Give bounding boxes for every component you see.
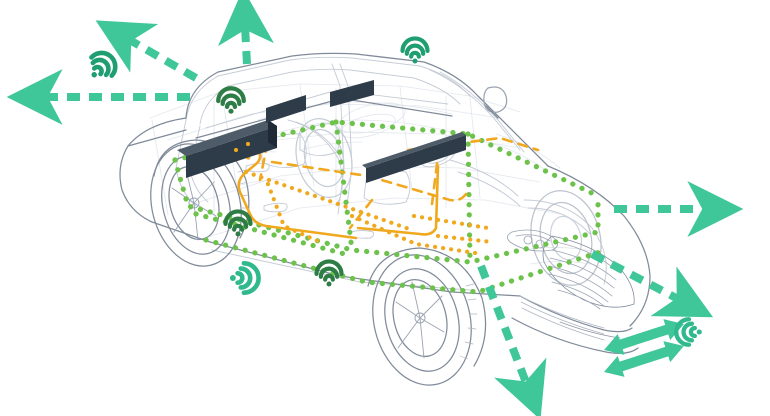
wifi-icon-sill-rear xyxy=(223,209,253,237)
arrow-front-lower-right xyxy=(590,250,714,318)
harness-riser xyxy=(356,164,440,236)
wifi-icon-sill-side xyxy=(229,260,261,296)
ecu-modules xyxy=(177,80,466,183)
module-roof-front xyxy=(330,80,374,107)
wiring-harness xyxy=(213,136,540,257)
module-rear-left-control-unit xyxy=(177,120,277,178)
wheel-spokes xyxy=(171,169,445,359)
car-wireframe xyxy=(119,52,651,386)
arrow-bumper-lower xyxy=(604,341,684,377)
wifi-icon-roof-front xyxy=(400,36,430,64)
wifi-icon-rear-exterior xyxy=(89,50,118,79)
front-air-intake xyxy=(519,295,621,341)
car-body-outline xyxy=(119,52,651,386)
communication-arrows xyxy=(6,0,744,416)
wifi-icon-rear-cabin xyxy=(216,86,246,114)
arrow-roof-up xyxy=(218,0,274,65)
module-center-gateway xyxy=(362,132,466,183)
arrow-bumper-upper xyxy=(604,319,684,355)
module-roof-rear xyxy=(266,95,306,123)
wireless-signal-icons xyxy=(89,36,702,347)
bumper-double-arrows xyxy=(604,319,684,377)
arrow-rear-upper-left xyxy=(95,20,198,82)
wifi-icon-front-bumper xyxy=(674,317,702,347)
wifi-icon-front-sill xyxy=(314,259,344,287)
